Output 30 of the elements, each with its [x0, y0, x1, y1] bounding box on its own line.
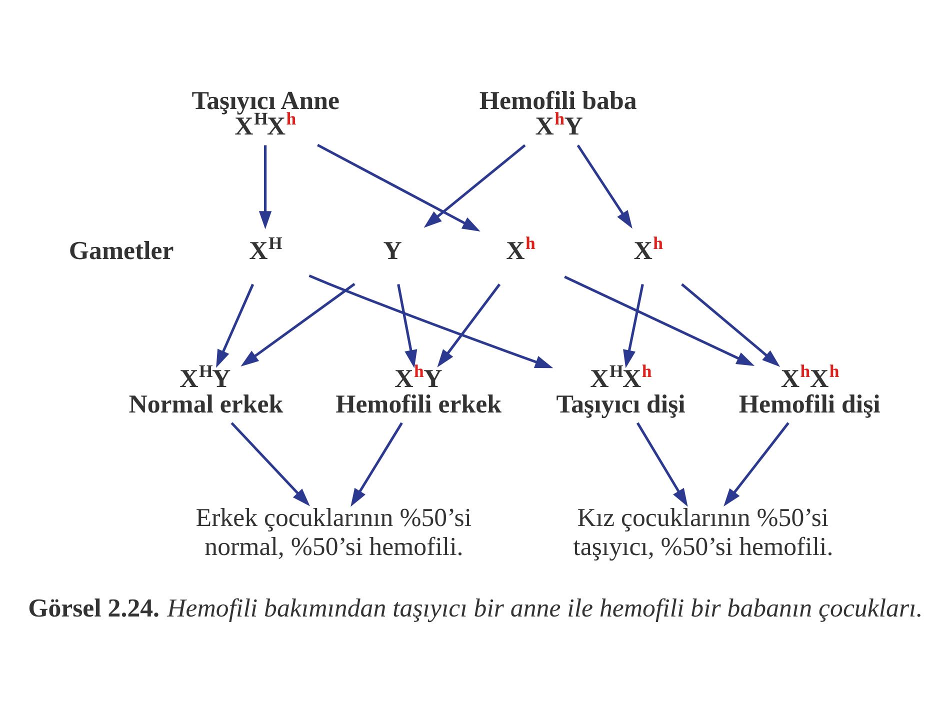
arrow	[308, 274, 554, 368]
arrow	[230, 422, 310, 506]
node-text: Kız çocuklarının %50’si taşıyıcı, %50’si hemofili.	[573, 502, 834, 561]
arrow	[258, 145, 272, 230]
node-text: X$^{h}$X$^{h}$ Hemofili dişi	[738, 360, 880, 419]
arrow	[724, 422, 790, 506]
arrow	[437, 284, 501, 368]
caption: Görsel 2.24. Hemofili bakımından taşıyıcı bir anne ile hemofili bir babanın çocukları.	[28, 593, 923, 622]
node-text: X$^{h}$Y Hemofili erkek	[336, 360, 502, 419]
node-text: X$^{H}$	[249, 233, 282, 266]
arrow	[240, 282, 356, 366]
arrow	[576, 144, 632, 229]
arrow	[397, 284, 418, 368]
node-text: X$^{H}$X$^{h}$ Taşıyıcı dişi	[556, 360, 686, 419]
arrow	[424, 144, 526, 228]
arrow	[636, 422, 688, 507]
node-text: X$^{H}$Y Normal erkek	[128, 360, 284, 419]
arrow	[216, 284, 254, 368]
arrow	[564, 276, 755, 366]
arrow	[316, 144, 480, 232]
arrow	[350, 422, 403, 507]
arrow	[681, 283, 780, 367]
node-text: Erkek çocuklarının %50’si normal, %50’si hemofili.	[196, 502, 472, 561]
node-text: X$^{h}$	[506, 233, 536, 266]
node-text: Taşıyıcı Anne X$^{H}$X$^{h}$	[192, 86, 340, 141]
node-text: X$^{h}$	[634, 233, 664, 266]
node-text: Y	[383, 236, 402, 266]
label: Gametler	[68, 236, 174, 266]
arrow	[623, 284, 644, 368]
node-text: Hemofili baba X$^{h}$Y	[479, 86, 637, 141]
